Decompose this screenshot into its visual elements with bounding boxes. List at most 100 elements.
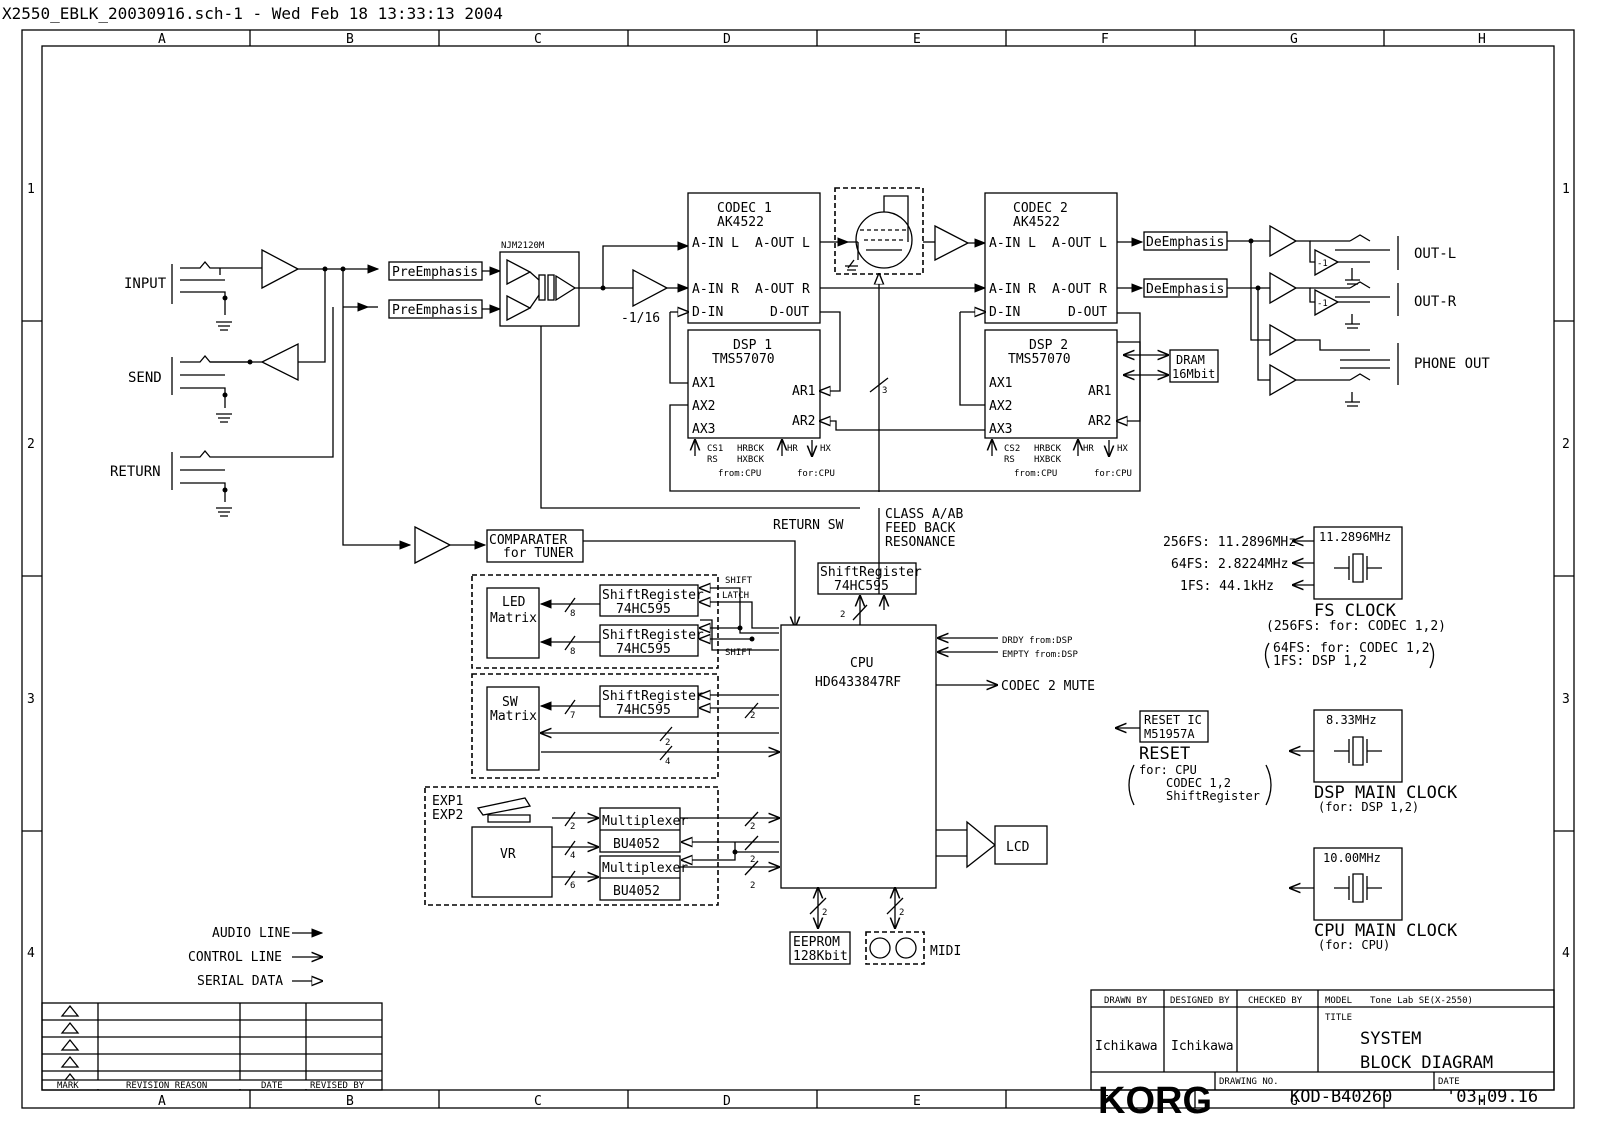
dsp-2-ax2: AX2	[989, 399, 1012, 414]
codec-2-aoutr: A-OUT R	[1052, 282, 1107, 297]
exp-vr-group: EXP1 EXP2 VR Multiplexer BU4052 Multiple…	[424, 786, 779, 906]
codec-1-dout: D-OUT	[770, 305, 809, 320]
empty-label: EMPTY from:DSP	[1002, 650, 1078, 660]
dsp-1-from-cpu: from:CPU	[718, 469, 761, 479]
de-emphasis-1: DeEmphasis	[1146, 235, 1224, 250]
shift-sw-part: 74HC595	[616, 703, 671, 718]
bus-sw-4: 4	[665, 757, 670, 767]
midi-label: MIDI	[930, 944, 961, 959]
dsp-2-ar2: AR2	[1088, 414, 1111, 429]
sw-matrix-sub: Matrix	[490, 709, 537, 724]
col-label-top-b: B	[346, 32, 354, 47]
eeprom-title: EEPROM	[793, 935, 840, 950]
legend-control-label: CONTROL LINE	[188, 950, 282, 965]
date-value: '03.09.16	[1446, 1087, 1538, 1107]
col-label-top-f: F	[1101, 32, 1109, 47]
codec-2-ainl: A-IN L	[989, 236, 1036, 251]
mux2-part: BU4052	[613, 884, 660, 899]
pre-emphasis-blocks: PreEmphasis PreEmphasis	[388, 261, 502, 319]
bus-mux-c: 2	[750, 881, 755, 891]
codec-2-title: CODEC 2	[1013, 201, 1068, 216]
row-label-left-2: 2	[27, 437, 35, 452]
dsp-1-hxbck: HXBCK	[737, 455, 765, 465]
mux1-title: Multiplexer	[602, 814, 688, 829]
bus-led1: 8	[570, 609, 575, 619]
codec-2-ainr: A-IN R	[989, 282, 1036, 297]
de-emphasis-2: DeEmphasis	[1146, 282, 1224, 297]
codec-1-block: CODEC 1 AK4522 A-IN L A-OUT L A-IN R A-O…	[670, 192, 987, 324]
codec-2-block: CODEC 2 AK4522 A-IN L A-OUT L A-IN R A-O…	[960, 192, 1144, 324]
drawn-by-value: Ichikawa	[1095, 1039, 1158, 1054]
bus-sw-ctrl: 2	[750, 711, 755, 721]
pre-emphasis-2: PreEmphasis	[392, 303, 478, 318]
col-label-bottom-b: B	[346, 1094, 354, 1109]
shift-led1-title: ShiftRegister	[602, 588, 704, 603]
bus-vr-6: 6	[570, 881, 575, 891]
led-matrix-sub: Matrix	[490, 611, 537, 626]
dsp-2-hx: HX	[1117, 444, 1128, 454]
dsp-1-part: TMS57070	[712, 352, 775, 367]
mux1-part: BU4052	[613, 837, 660, 852]
fs-crystal-freq: 11.2896MHz	[1319, 530, 1391, 544]
legend-audio-label: AUDIO LINE	[212, 926, 290, 941]
dsp-2-title: DSP 2	[1029, 338, 1068, 353]
class-ab-label: CLASS A/AB	[885, 507, 963, 522]
sw-matrix-title: SW	[502, 695, 518, 710]
exp2-label: EXP2	[432, 808, 463, 823]
codec-1-aoutl: A-OUT L	[755, 236, 810, 251]
col-label-bottom-h: H	[1478, 1094, 1486, 1109]
title-label: TITLE	[1325, 1013, 1352, 1023]
checked-by-label: CHECKED BY	[1248, 996, 1303, 1006]
dsp-1-hx: HX	[820, 444, 831, 454]
reset-note-codec: CODEC 1,2	[1166, 776, 1231, 790]
shift-label-top: SHIFT	[725, 576, 753, 586]
bus-exp: 2	[570, 822, 575, 832]
led-matrix-group: LED Matrix ShiftRegister 74HC595 ShiftRe…	[471, 574, 779, 669]
col-label-bottom-f: F	[1101, 1094, 1109, 1109]
codec-2-din: D-IN	[989, 305, 1020, 320]
fs-out-256: 256FS: 11.2896MHz	[1163, 535, 1296, 550]
designed-by-label: DESIGNED BY	[1170, 996, 1230, 1006]
dsp-clock-title: DSP MAIN CLOCK	[1314, 783, 1458, 803]
designed-by-value: Ichikawa	[1171, 1039, 1234, 1054]
feedback-label: FEED BACK	[885, 521, 956, 536]
dsp-1-ar2: AR2	[792, 414, 815, 429]
fs-out-64: 64FS: 2.8224MHz	[1171, 557, 1288, 572]
dsp-1-title: DSP 1	[733, 338, 772, 353]
pre-emphasis-1: PreEmphasis	[392, 265, 478, 280]
dsp-1-hrbck: HRBCK	[737, 444, 765, 454]
dsp-1-hr: HR	[787, 444, 798, 454]
bus-led2: 8	[570, 647, 575, 657]
col-label-top-h: H	[1478, 32, 1486, 47]
title-block: DRAWN BY DESIGNED BY CHECKED BY MODEL To…	[1090, 989, 1555, 1122]
fs-note-256: (256FS: for: CODEC 1,2)	[1266, 619, 1446, 634]
inverter-r-label: -1	[1317, 299, 1328, 309]
fs-note-1: 1FS: DSP 1,2	[1273, 654, 1367, 669]
shift-led2-title: ShiftRegister	[602, 628, 704, 643]
col-label-top-c: C	[534, 32, 542, 47]
bus-midi: 2	[899, 908, 904, 918]
codec-2-part: AK4522	[1013, 215, 1060, 230]
dsp-clock-note: (for: DSP 1,2)	[1318, 800, 1419, 814]
col-label-bottom-c: C	[534, 1094, 542, 1109]
input-jacks: INPUT SEND RETURN	[110, 260, 262, 517]
model-label: MODEL	[1325, 996, 1352, 1006]
dsp-2-ax3: AX3	[989, 422, 1012, 437]
codec-1-ainr: A-IN R	[692, 282, 739, 297]
comparator-title: COMPARATER	[489, 533, 567, 548]
return-jack-label: RETURN	[110, 464, 161, 480]
fs-note-64: 64FS: for: CODEC 1,2	[1273, 641, 1430, 656]
col-label-top-a: A	[158, 32, 166, 47]
dsp-crystal-freq: 8.33MHz	[1326, 713, 1377, 727]
dsp-2-hxbck: HXBCK	[1034, 455, 1062, 465]
eeprom-size: 128Kbit	[793, 949, 848, 964]
bus-mux-b: 2	[750, 855, 755, 865]
inner-frame	[41, 45, 1555, 1091]
dsp-1-ax3: AX3	[692, 422, 715, 437]
dsp-2-cs2: CS2	[1004, 444, 1020, 454]
input-buffer-amp	[210, 248, 412, 550]
vacuum-tube-block: 3 CLASS A/AB FEED BACK RESONANCE	[834, 187, 987, 550]
reset-ic-title: RESET IC	[1144, 713, 1202, 727]
shift-led1-part: 74HC595	[616, 602, 671, 617]
shift-label-bottom: SHIFT	[725, 648, 753, 658]
